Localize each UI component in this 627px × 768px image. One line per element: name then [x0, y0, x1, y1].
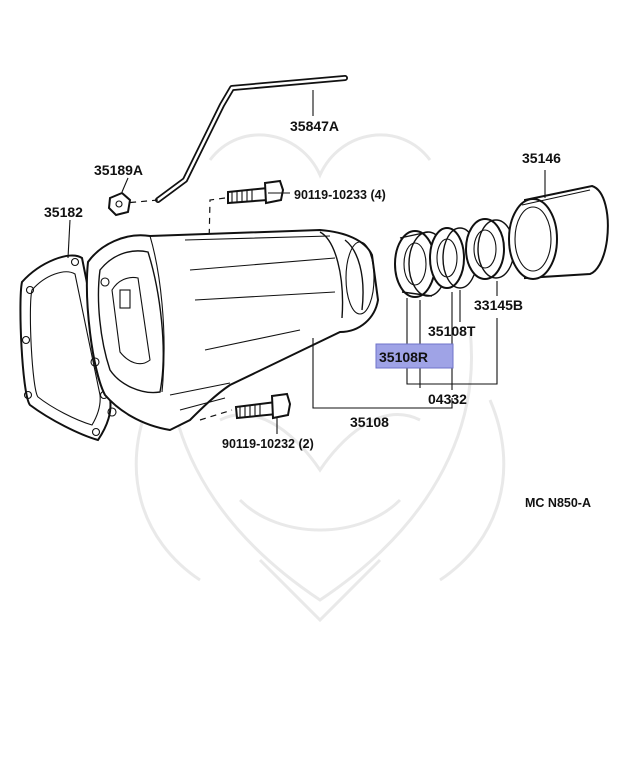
bolt-lower — [234, 392, 292, 420]
clip-part — [107, 191, 132, 217]
label-90119-10232: 90119-10232 (2) — [222, 437, 314, 451]
diagram-reference: MC N850-A — [525, 496, 591, 510]
label-35108T: 35108T — [428, 323, 476, 339]
highlight-box — [375, 343, 454, 369]
label-35146: 35146 — [522, 150, 561, 166]
ring-35108T — [429, 227, 478, 289]
label-35108R: 35108R — [379, 349, 428, 365]
label-04332: 04332 — [428, 391, 467, 407]
bolt-upper — [207, 179, 285, 291]
label-35182: 35182 — [44, 204, 83, 220]
label-35847A: 35847A — [290, 118, 339, 134]
label-35108: 35108 — [350, 414, 389, 430]
dust-deflector — [508, 184, 609, 280]
label-90119-10233: 90119-10233 (4) — [294, 188, 386, 202]
extension-housing — [85, 228, 380, 432]
seal-33145B — [465, 218, 515, 280]
label-33145B: 33145B — [474, 297, 523, 313]
label-35189A: 35189A — [94, 162, 143, 178]
